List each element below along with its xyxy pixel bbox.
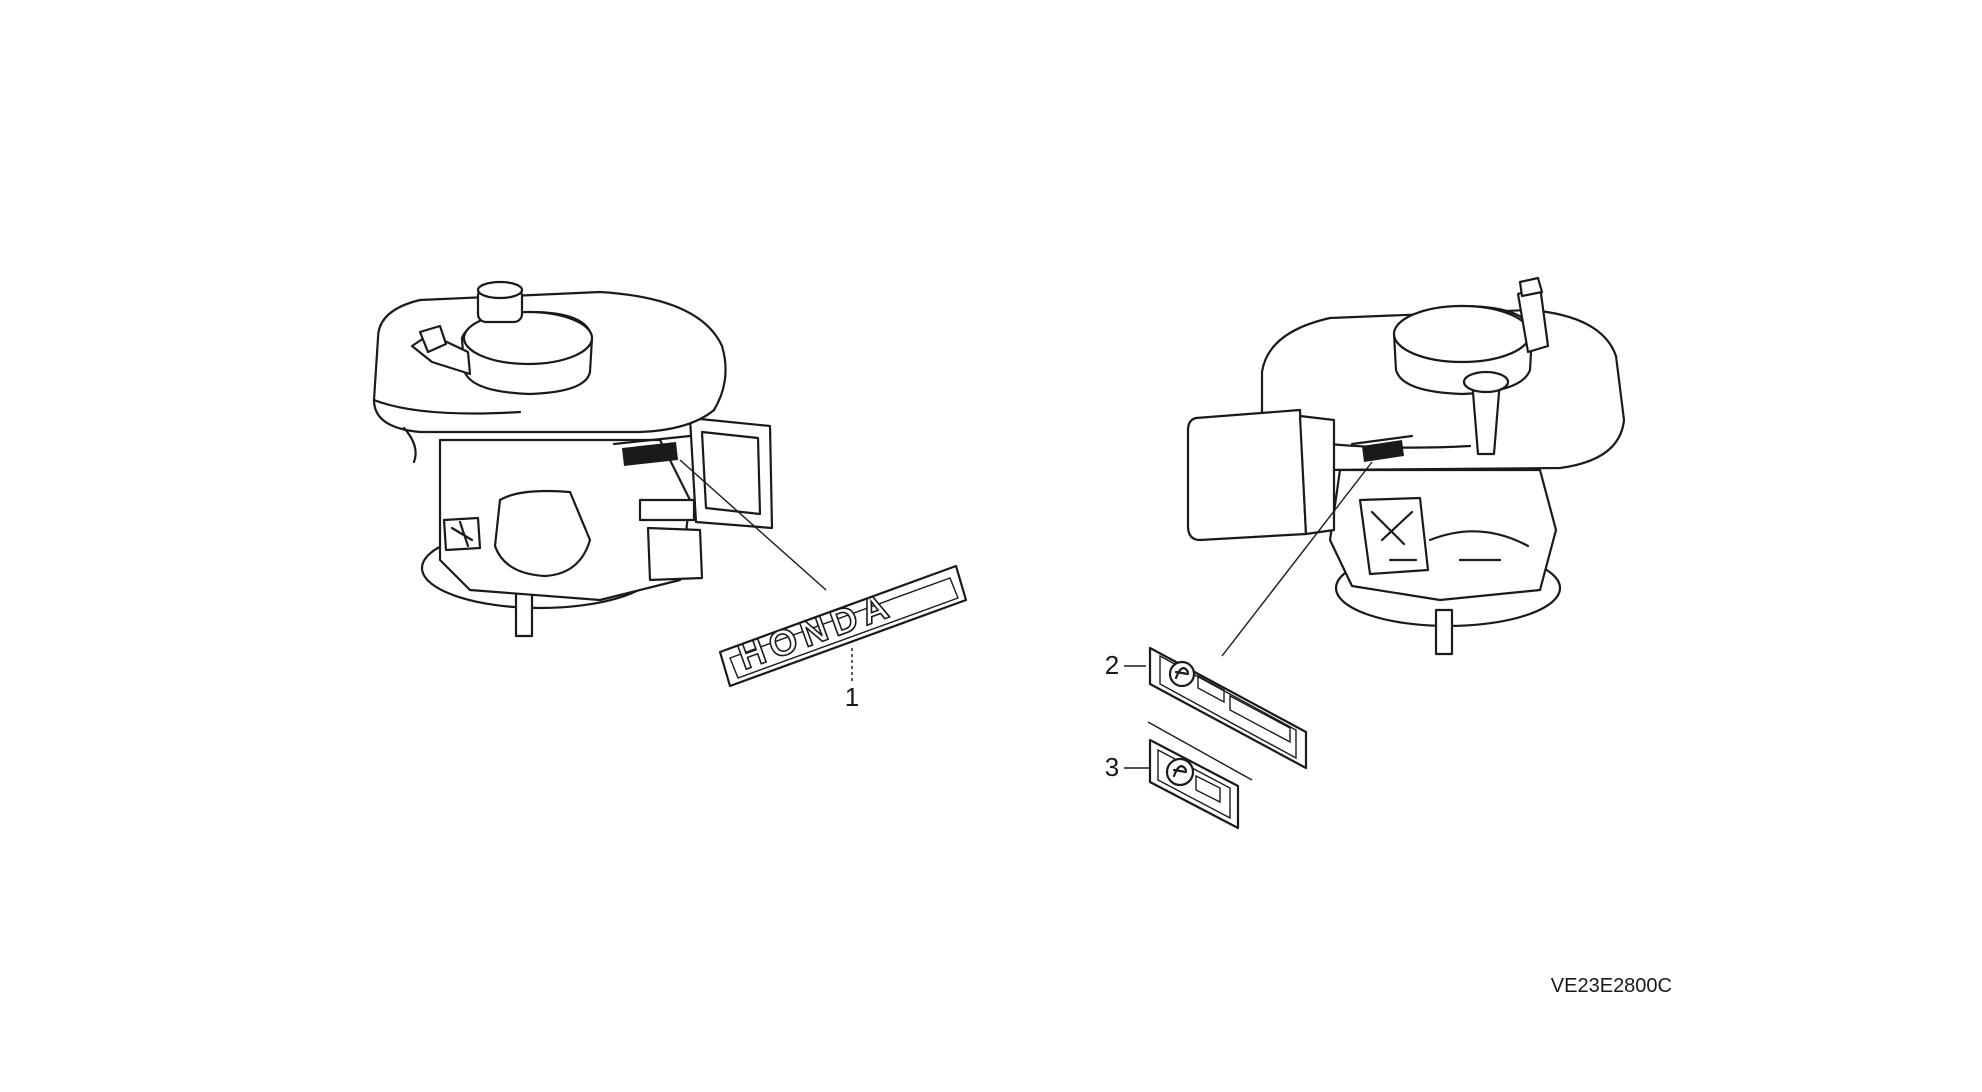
- label-separator: [1147, 721, 1253, 781]
- label-small: [1148, 738, 1240, 830]
- callout-3-number: 3: [1105, 752, 1119, 782]
- label-large: [1148, 646, 1308, 770]
- engine-left: [372, 280, 774, 638]
- leader-line-2: [1221, 461, 1373, 657]
- leader-line-1: [679, 459, 827, 591]
- honda-emblem-text: HONDA: [733, 584, 899, 678]
- callout-2-number: 2: [1105, 650, 1119, 680]
- callout-1-number: 1: [845, 682, 859, 712]
- figure-code: VE23E2800C: [1551, 975, 1672, 997]
- engine-right: [1186, 276, 1626, 656]
- honda-emblem: HONDA: [718, 564, 968, 688]
